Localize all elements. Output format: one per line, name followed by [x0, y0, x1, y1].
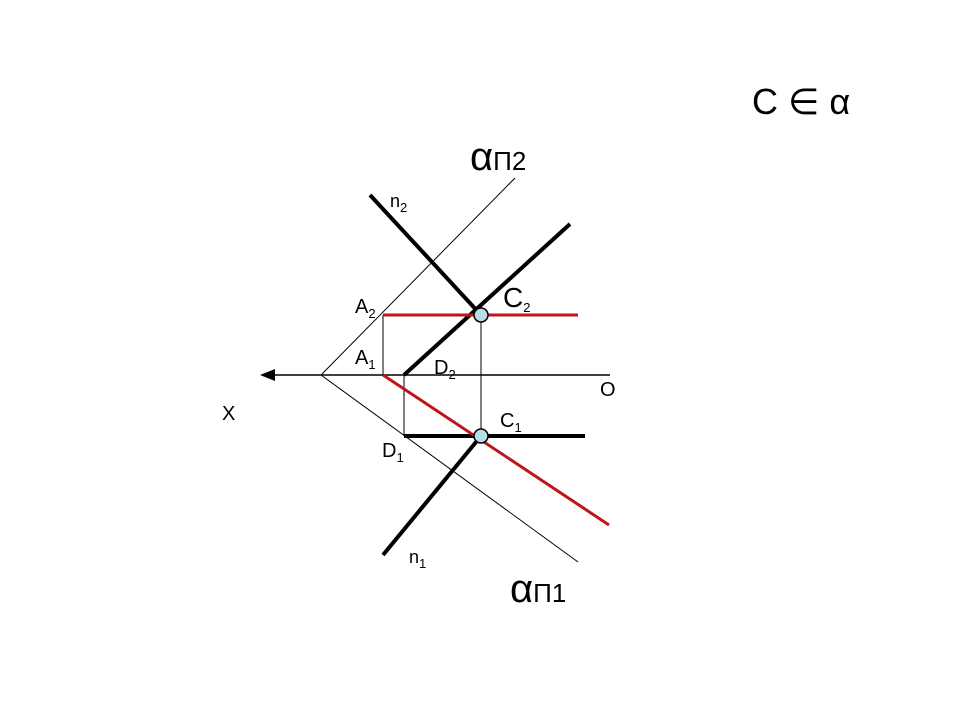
- label-alpha-p1: αП1: [510, 567, 566, 611]
- label-alpha-p2: αП2: [470, 135, 526, 179]
- x-axis-arrow-icon: [260, 369, 275, 381]
- trace-alpha-p2: [320, 177, 516, 376]
- label-d1: D1: [382, 440, 404, 465]
- label-c1: C1: [500, 410, 522, 435]
- red-line-a1: [382, 373, 610, 527]
- label-a1: A1: [355, 347, 376, 372]
- label-d2: D2: [434, 357, 456, 382]
- trace-alpha-p1: [320, 374, 579, 563]
- line-n2: [368, 193, 483, 317]
- line-n1: [381, 434, 483, 557]
- label-c2: C2: [503, 282, 530, 315]
- axis-label-o: O: [600, 379, 616, 401]
- point-c2-marker: [473, 307, 489, 323]
- label-n2: n2: [390, 191, 407, 215]
- statement-text: C ∈ α: [752, 81, 850, 122]
- line-d2-c2: [402, 222, 572, 377]
- axis-label-x: X: [222, 403, 235, 425]
- label-n1: n1: [409, 547, 426, 571]
- point-c1-marker: [473, 428, 489, 444]
- label-a2: A2: [355, 296, 376, 321]
